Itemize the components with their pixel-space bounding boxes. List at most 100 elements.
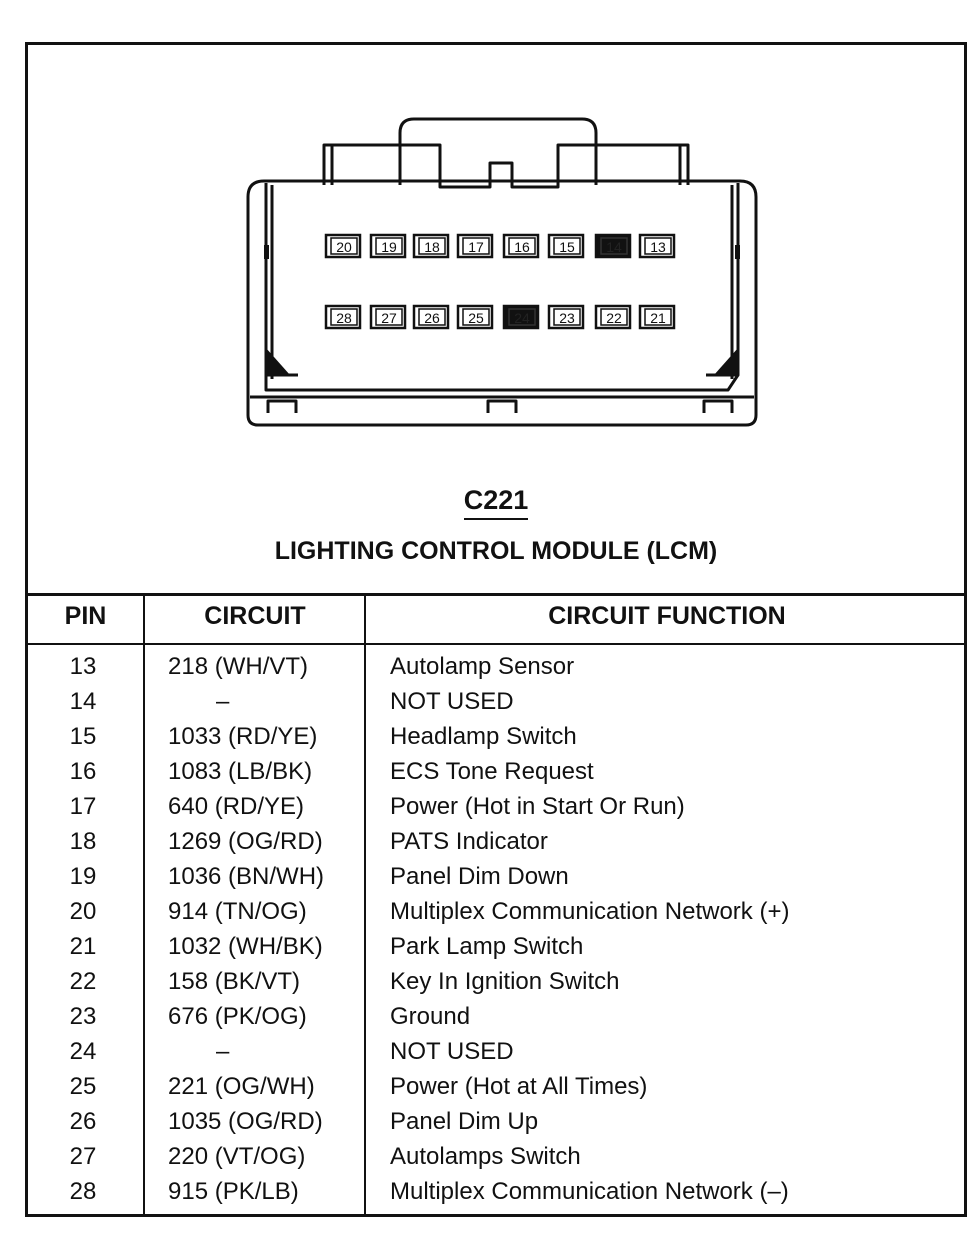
pin-cavity (324, 233, 362, 259)
pin-cavity-label: 22 (606, 310, 622, 326)
circuit-id: 1033 (RD/YE) (168, 723, 318, 750)
pin-cavity-inner (553, 237, 581, 255)
pin-cavity (369, 304, 407, 330)
pin-number: 27 (69, 1143, 97, 1170)
circuit-function: Panel Dim Down (390, 863, 569, 890)
pin-cavity (324, 304, 362, 330)
circuit-function: Park Lamp Switch (390, 933, 584, 960)
circuit-function: Multiplex Communication Network (+) (390, 898, 790, 925)
table-row: 28 915 (PK/LB) Multiplex Communication Net… (28, 1178, 964, 1213)
pin-cavity-label: 27 (381, 310, 397, 326)
pin-cavity-inner (644, 237, 672, 255)
pin-cavity-label: 18 (424, 239, 440, 255)
pin-number: 26 (69, 1108, 97, 1135)
circuit-id: 914 (TN/OG) (168, 898, 307, 925)
pin-number: 16 (69, 758, 97, 785)
circuit-id: 915 (PK/LB) (168, 1178, 299, 1205)
circuit-function: ECS Tone Request (390, 758, 594, 785)
circuit-id: 218 (WH/VT) (168, 653, 309, 680)
circuit-function: Autolamps Switch (390, 1143, 581, 1170)
pin-cavity-inner (553, 308, 581, 326)
circuit-function: Key In Ignition Switch (390, 968, 620, 995)
circuit-function: NOT USED (390, 1038, 514, 1065)
pin-number: 20 (69, 898, 97, 925)
pin-number: 13 (69, 653, 97, 680)
header-rule (28, 643, 964, 645)
pin-number: 17 (69, 793, 97, 820)
pin-cavity-label: 25 (468, 310, 484, 326)
table-row: 26 1035 (OG/RD) Panel Dim Up (28, 1108, 964, 1143)
pin-cavity (594, 233, 632, 259)
circuit-function: PATS Indicator (390, 828, 548, 855)
pin-cavity (638, 304, 676, 330)
column-divider-circuit (364, 596, 366, 1214)
table-row: 18 1269 (OG/RD) PATS Indicator (28, 828, 964, 863)
table-row: 24–NOT USED (28, 1038, 964, 1073)
circuit-function: Ground (390, 1003, 471, 1030)
pin-cavity-inner (375, 308, 403, 326)
circuit-id: 676 (PK/OG) (168, 1003, 307, 1030)
pin-cavity (594, 304, 632, 330)
circuit-id: 1036 (BN/WH) (168, 863, 325, 890)
circuit-function: Headlamp Switch (390, 723, 577, 750)
pin-number: 22 (69, 968, 97, 995)
pin-cavity-inner (508, 237, 536, 255)
pin-cavity-label: 14 (606, 239, 622, 255)
circuit-id: 1032 (WH/BK) (168, 933, 323, 960)
pin-cavity-label: 16 (514, 239, 530, 255)
pin-number: 24 (69, 1038, 97, 1065)
circuit-id: – (216, 688, 230, 715)
circuit-id: 220 (VT/OG) (168, 1143, 306, 1170)
circuit-id: 158 (BK/VT) (168, 968, 301, 995)
pin-cavity (412, 233, 450, 259)
pin-cavity (638, 233, 676, 259)
pin-cavity-label: 24 (514, 310, 530, 326)
header-circuit: CIRCUIT (204, 602, 306, 630)
circuit-function: Panel Dim Up (390, 1108, 539, 1135)
circuit-id: 640 (RD/YE) (168, 793, 305, 820)
circuit-function: Multiplex Communication Network (–) (390, 1178, 789, 1205)
circuit-function: Autolamp Sensor (390, 653, 575, 680)
table-row: 17 640 (RD/YE) Power (Hot in Start Or Run) (28, 793, 964, 828)
pin-cavity-inner (462, 237, 490, 255)
circuit-id: 1269 (OG/RD) (168, 828, 323, 855)
pin-cavity-label: 20 (336, 239, 352, 255)
pin-number: 28 (69, 1178, 97, 1205)
pin-cavity (502, 304, 540, 330)
pin-number: 19 (69, 863, 97, 890)
header-circuit-function: CIRCUIT FUNCTION (548, 602, 786, 630)
pin-cavity-inner (508, 308, 536, 326)
pin-number: 18 (69, 828, 97, 855)
column-divider-pin (143, 596, 145, 1214)
pin-cavity (547, 233, 585, 259)
pin-cavity-inner (375, 237, 403, 255)
circuit-function: Power (Hot in Start Or Run) (390, 793, 685, 820)
pin-cavity (412, 304, 450, 330)
table-row: 20 914 (TN/OG) Multiplex Communication Net… (28, 898, 964, 933)
circuit-id: 1035 (OG/RD) (168, 1108, 323, 1135)
pin-number: 14 (69, 688, 97, 715)
pin-cavity-inner (330, 308, 358, 326)
pin-cavity-label: 15 (559, 239, 575, 255)
pin-cavity-label: 19 (381, 239, 397, 255)
pin-cavity-label: 28 (336, 310, 352, 326)
pin-cavity-inner (644, 308, 672, 326)
pin-number: 25 (69, 1073, 97, 1100)
table-row: 27 220 (VT/OG) Autolamps Switch (28, 1143, 964, 1178)
pin-cavity-inner (330, 237, 358, 255)
pin-cavity-label: 17 (468, 239, 484, 255)
pin-cavity-label: 23 (559, 310, 575, 326)
table-row: 19 1036 (BN/WH) Panel Dim Down (28, 863, 964, 898)
pin-cavity-label: 21 (650, 310, 666, 326)
pin-cavity (456, 233, 494, 259)
header-pin: PIN (64, 602, 107, 630)
table-top-rule (28, 593, 964, 596)
pin-cavity-label: 26 (424, 310, 440, 326)
